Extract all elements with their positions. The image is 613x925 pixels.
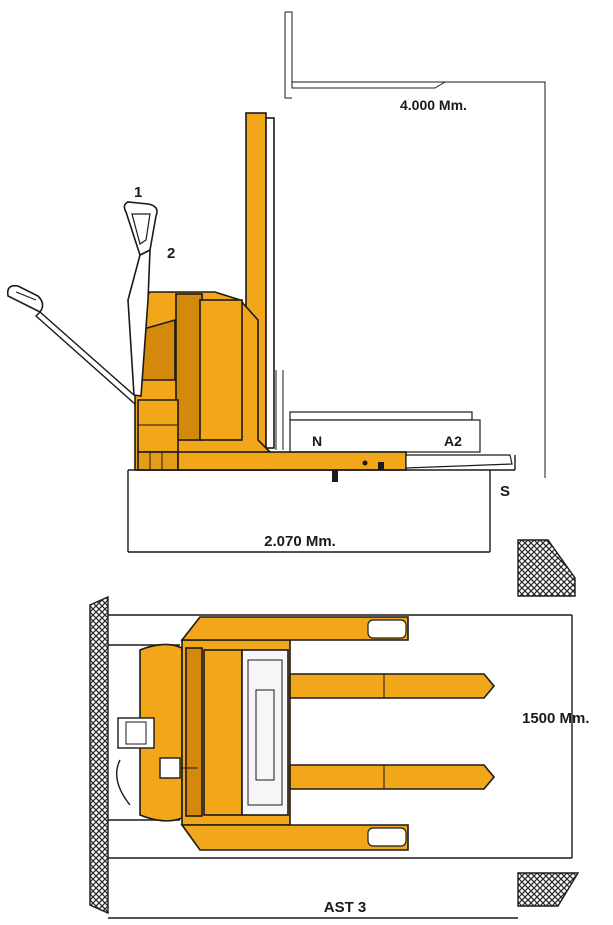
wall-hatch-side [517,539,576,597]
aisle-width-dimension [108,614,573,859]
point-s-label: S [500,483,510,500]
tiller-handle-lowered [6,284,136,406]
forks-top [289,673,496,790]
base-legs-top [180,616,409,851]
tiller-top [116,717,198,806]
chassis-top [139,639,291,826]
chassis [134,291,271,471]
length-dimension [127,455,516,553]
aisle-stack-label: AST 3 [324,899,367,916]
handle-position-2-label: 2 [167,245,175,262]
aisle-width-label: 1500 Mm. [522,710,590,727]
wall-hatch-top-right [517,872,580,907]
handle-position-1-label: 1 [134,184,142,201]
point-a2-label: A2 [444,433,462,449]
base-legs [177,451,513,482]
wall-hatch-top-left [89,595,109,915]
overall-length-label: 2.070 Mm. [264,533,336,550]
point-n-label: N [312,433,322,449]
side-view: 4.000 Mm. 1 2 N A2 S 2.070 Mm. [6,11,576,597]
top-view: 1500 Mm. AST 3 [89,595,590,919]
lift-height-label: 4.000 Mm. [400,97,467,113]
tiller-handle-upright [123,201,158,397]
lift-envelope [284,11,546,478]
